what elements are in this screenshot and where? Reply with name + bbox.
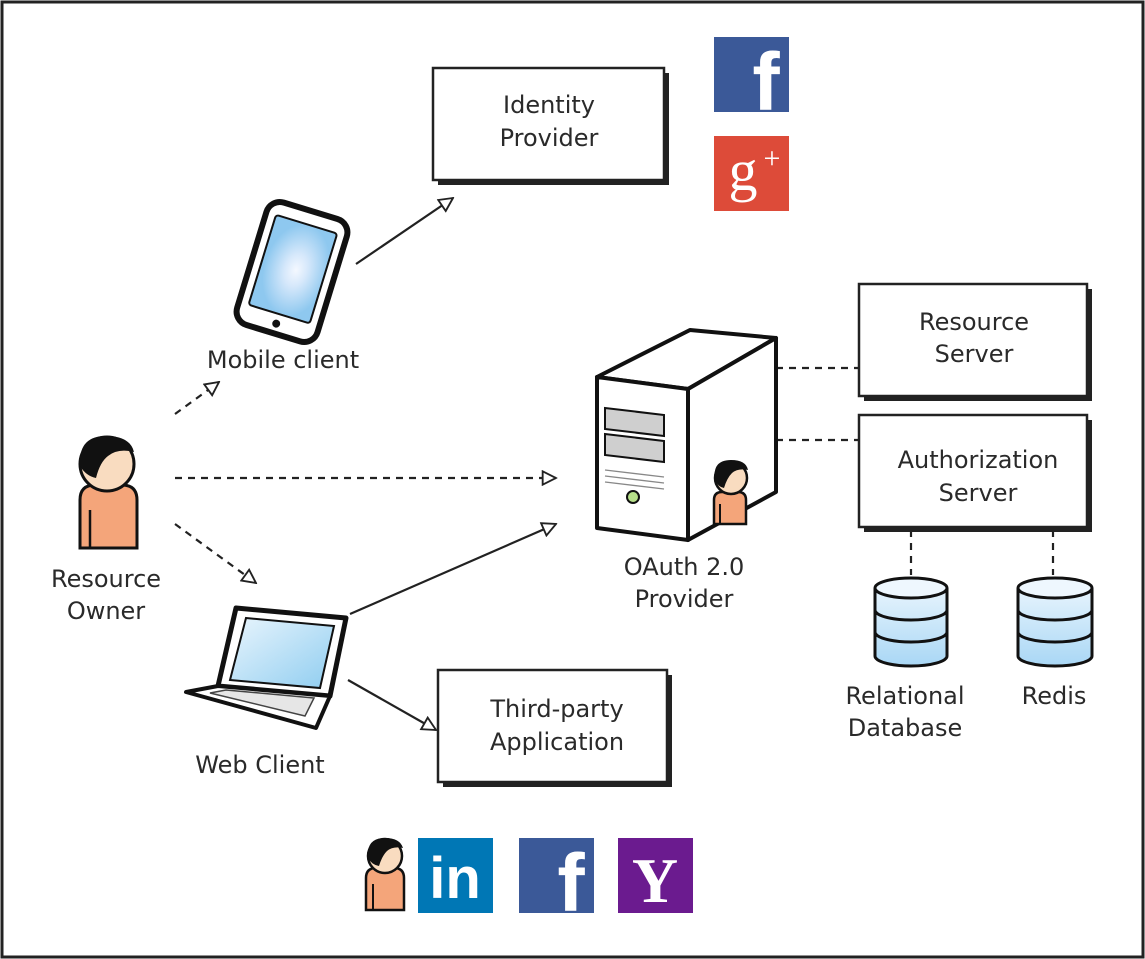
linkedin-logo-letters: in xyxy=(429,846,481,911)
facebook-logo-bottom-icon: f xyxy=(519,838,594,929)
google-plus-letter: g xyxy=(729,138,758,203)
laptop-icon xyxy=(184,605,349,730)
authorization-server-box: Authorization Server xyxy=(857,413,1092,532)
web-client-label: Web Client xyxy=(195,751,324,779)
relational-database-label-1: Relational xyxy=(845,682,964,710)
identity-provider-label-1: Identity xyxy=(503,91,595,119)
authorization-server-label-2: Server xyxy=(939,479,1018,507)
google-plus-sign: + xyxy=(764,142,781,175)
arrow-web-to-thirdparty xyxy=(347,679,436,730)
resource-owner-label-2: Owner xyxy=(67,597,145,625)
oauth-server-icon xyxy=(595,328,778,542)
identity-provider-label-2: Provider xyxy=(500,124,599,152)
mobile-phone-icon xyxy=(233,198,351,346)
linkedin-logo-icon: in xyxy=(418,838,493,913)
resource-server-label-2: Server xyxy=(935,340,1014,368)
facebook-logo-letter: f xyxy=(752,37,780,128)
yahoo-logo-letter: Y xyxy=(632,845,678,916)
third-party-label-2: Application xyxy=(490,728,624,756)
facebook-logo-icon: f xyxy=(714,37,789,128)
mobile-client-label: Mobile client xyxy=(207,346,359,374)
redis-database-icon xyxy=(1016,576,1094,668)
resource-owner-person-icon xyxy=(78,435,139,550)
third-party-application-box: Third-party Application xyxy=(436,668,672,787)
resource-server-box: Resource Server xyxy=(857,282,1092,401)
redis-label: Redis xyxy=(1022,682,1087,710)
third-party-label-1: Third-party xyxy=(489,695,623,723)
connectors xyxy=(174,198,1055,730)
arrow-mobile-to-identity xyxy=(355,198,453,265)
oauth-provider-label-1: OAuth 2.0 xyxy=(624,553,745,581)
identity-provider-box: Identity Provider xyxy=(431,66,669,185)
yahoo-logo-icon: Y xyxy=(618,838,693,916)
bottom-person-icon xyxy=(364,837,406,912)
arrow-web-to-provider xyxy=(349,524,556,616)
arrow-owner-to-mobile xyxy=(174,382,219,415)
arrow-owner-to-web xyxy=(174,523,256,583)
authorization-server-label-1: Authorization xyxy=(898,446,1059,474)
relational-database-label-2: Database xyxy=(848,714,963,742)
resource-server-label-1: Resource xyxy=(919,308,1029,336)
facebook-bottom-letter: f xyxy=(557,838,585,929)
resource-owner-label-1: Resource xyxy=(51,565,161,593)
relational-database-icon xyxy=(873,576,949,668)
oauth-provider-label-2: Provider xyxy=(635,585,734,613)
google-plus-logo-icon: g + xyxy=(714,136,789,211)
